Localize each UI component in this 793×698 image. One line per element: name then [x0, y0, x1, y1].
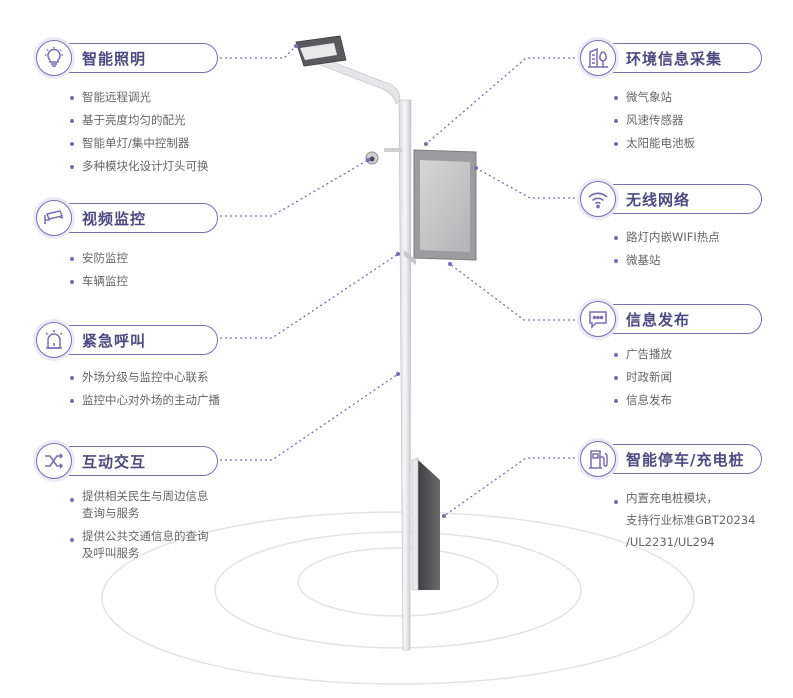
feature-interaction-header — [52, 446, 218, 476]
feature-lighting-list: 智能远程调光 基于亮度均匀的配光 智能单灯/集中控制器 多种模块化设计灯头可换 — [70, 86, 209, 178]
list-item: 外场分级与监控中心联系 — [70, 366, 220, 389]
feature-wireless-header — [596, 184, 762, 214]
list-item: 太阳能电池板 — [614, 132, 695, 155]
list-item: 广告播放 — [614, 343, 672, 366]
connector-lines — [220, 45, 580, 517]
feature-emergency-header — [52, 325, 218, 355]
list-item: 风速传感器 — [614, 109, 695, 132]
feature-environment-title: 环境信息采集 — [626, 50, 723, 68]
charging-pillar — [411, 457, 440, 591]
list-item: 微气象站 — [614, 86, 695, 109]
cctv-camera-icon — [36, 200, 72, 236]
list-item: 多种模块化设计灯头可换 — [70, 155, 209, 178]
feature-parking-list: 内置充电桩模块， 支持行业标准GBT20234 /UL2231/UL294 — [614, 490, 755, 551]
wifi-icon — [580, 181, 616, 217]
feature-publish-title: 信息发布 — [626, 311, 691, 329]
list-item: 车辆监控 — [70, 270, 128, 293]
list-item: 提供公共交通信息的查询 及呼叫服务 — [70, 528, 209, 562]
alarm-light-icon — [36, 322, 72, 358]
list-item: 基于亮度均匀的配光 — [70, 109, 209, 132]
list-item: 信息发布 — [614, 389, 672, 412]
list-item: 内置充电桩模块， 支持行业标准GBT20234 /UL2231/UL294 — [614, 490, 755, 551]
feature-lighting-header — [52, 43, 218, 73]
message-bubble-icon — [580, 301, 616, 337]
feature-wireless-title: 无线网络 — [626, 191, 691, 209]
list-item: 时政新闻 — [614, 366, 672, 389]
list-item: 监控中心对外场的主动广播 — [70, 389, 220, 412]
feature-emergency-list: 外场分级与监控中心联系 监控中心对外场的主动广播 — [70, 366, 220, 412]
shuffle-arrows-icon — [36, 443, 72, 479]
light-pole — [295, 35, 416, 651]
list-item: 智能单灯/集中控制器 — [70, 132, 209, 155]
tree-building-icon — [580, 40, 616, 76]
feature-emergency-title: 紧急呼叫 — [82, 332, 147, 350]
charging-pump-icon — [580, 441, 616, 477]
list-item: 路灯内嵌WIFI热点 — [614, 226, 720, 249]
feature-lighting-title: 智能照明 — [82, 50, 147, 68]
list-item: 智能远程调光 — [70, 86, 209, 109]
bulb-icon — [36, 40, 72, 76]
list-item: 安防监控 — [70, 247, 128, 270]
feature-parking-header — [596, 444, 762, 474]
feature-parking-title: 智能停车/充电桩 — [626, 451, 745, 469]
list-item: 微基站 — [614, 249, 720, 272]
list-item: 提供相关民生与周边信息 查询与服务 — [70, 488, 209, 522]
feature-environment-header — [596, 43, 762, 73]
feature-video-header — [52, 203, 218, 233]
feature-publish-list: 广告播放 时政新闻 信息发布 — [614, 343, 672, 412]
feature-interaction-list: 提供相关民生与周边信息 查询与服务 提供公共交通信息的查询 及呼叫服务 — [70, 488, 209, 562]
feature-video-list: 安防监控 车辆监控 — [70, 247, 128, 293]
led-screen — [413, 149, 477, 261]
ground-rings — [101, 511, 695, 685]
feature-environment-list: 微气象站 风速传感器 太阳能电池板 — [614, 86, 695, 155]
feature-interaction-title: 互动交互 — [82, 453, 147, 471]
feature-wireless-list: 路灯内嵌WIFI热点 微基站 — [614, 226, 720, 272]
feature-video-title: 视频监控 — [82, 210, 147, 228]
